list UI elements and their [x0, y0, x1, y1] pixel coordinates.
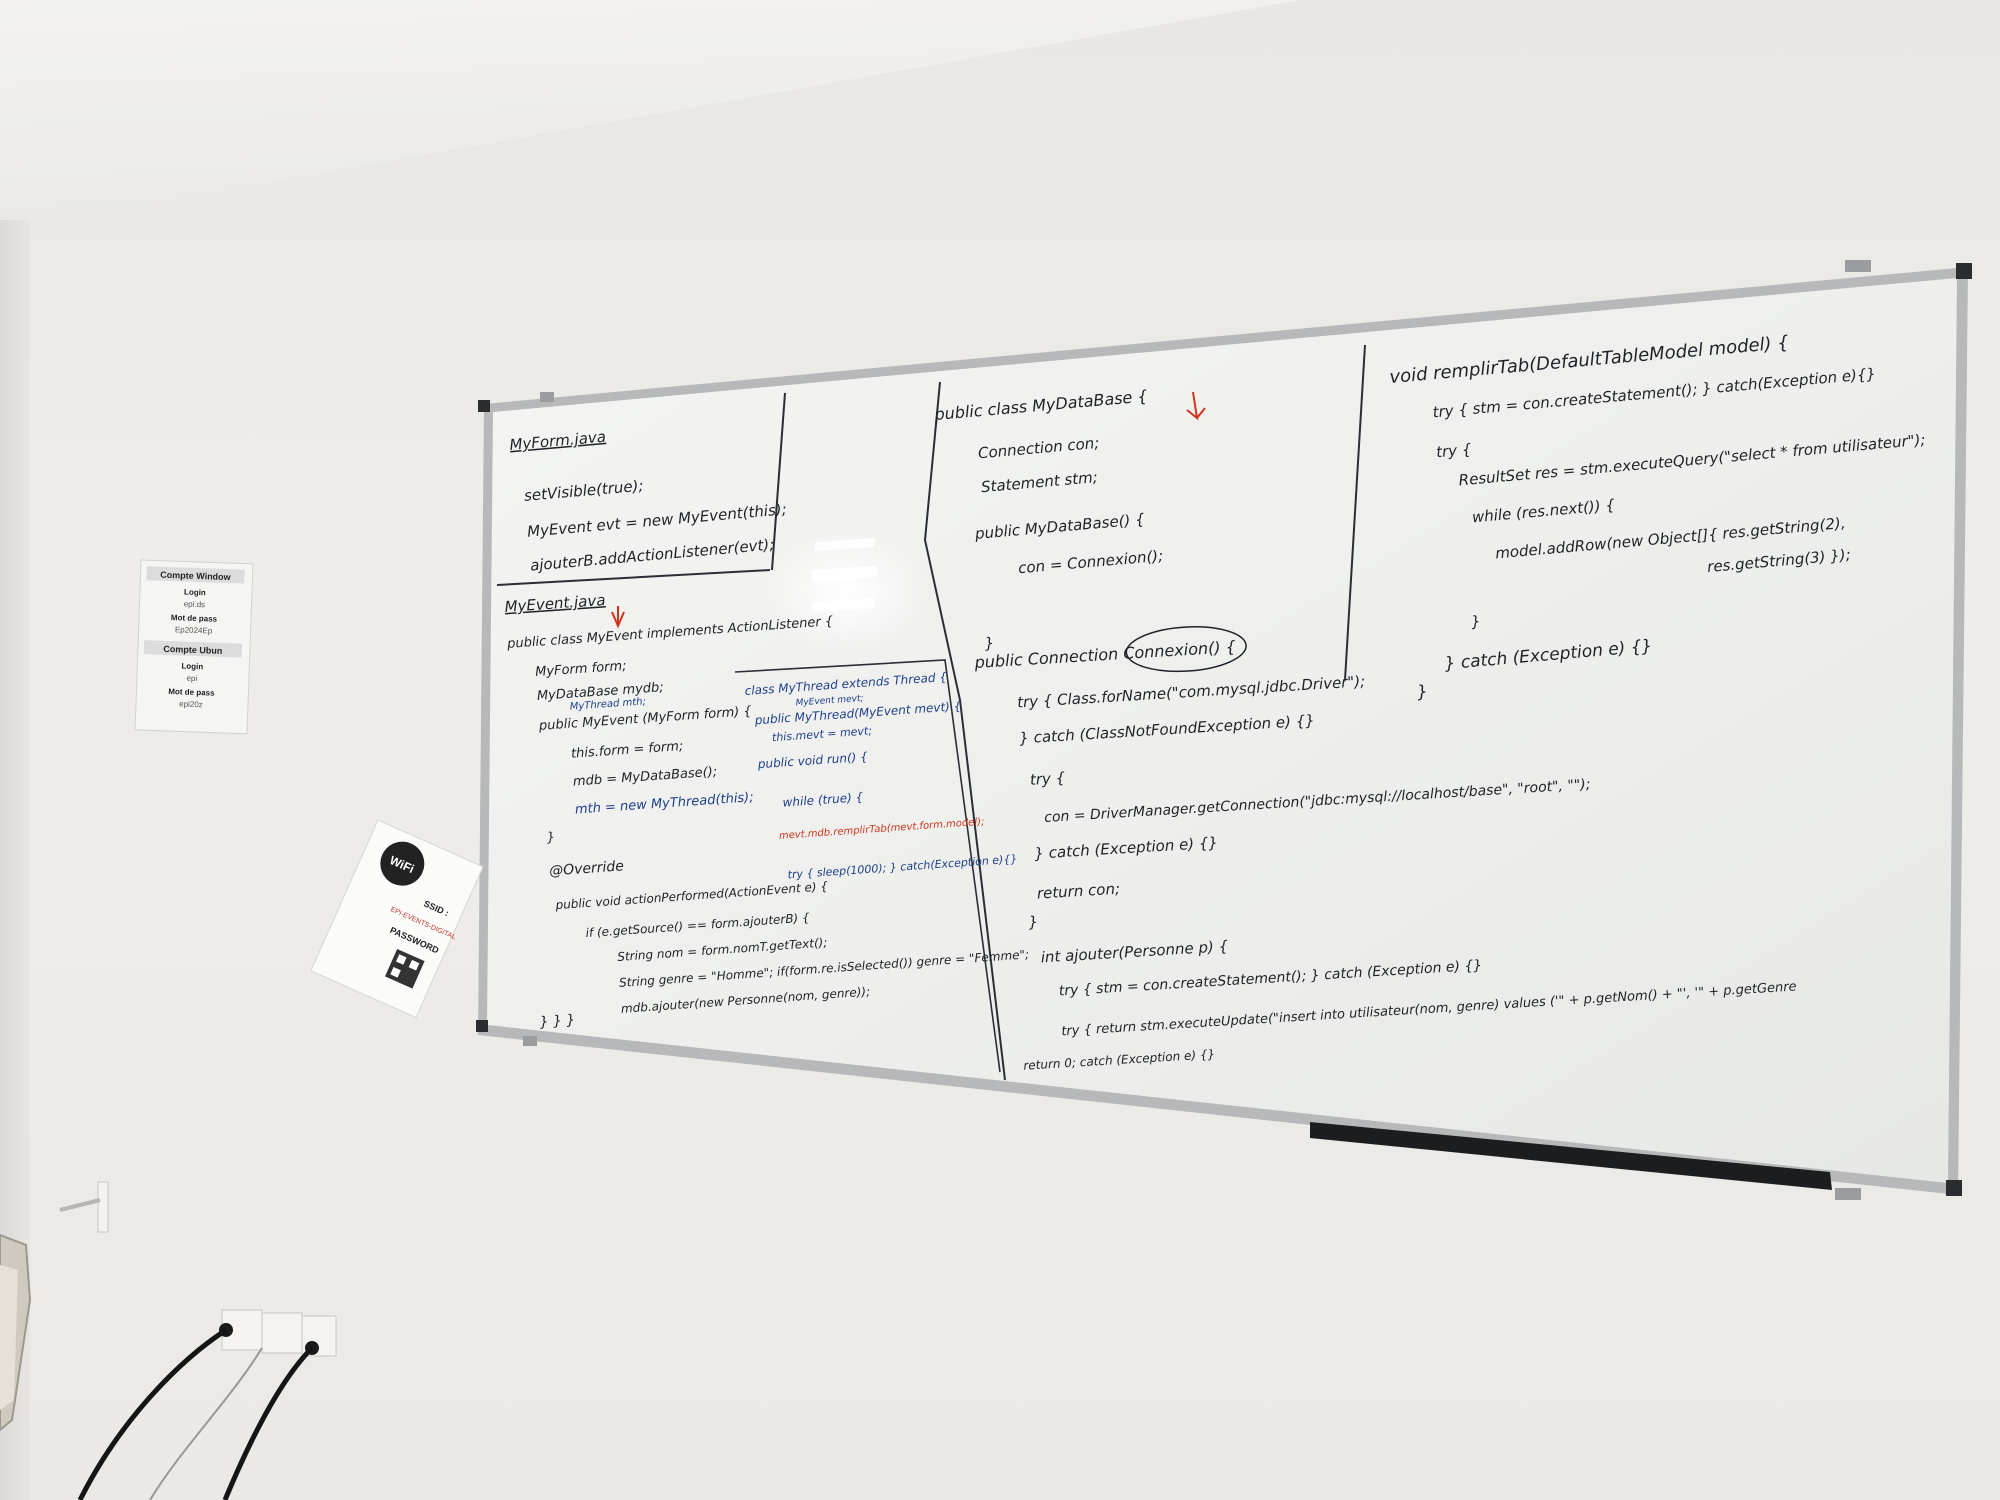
cable — [149, 1347, 263, 1500]
note-section-title: Compte Ubun — [163, 644, 222, 656]
power-outlets — [77, 1309, 337, 1500]
code-line: } } } — [539, 1012, 576, 1030]
chair — [0, 1233, 32, 1432]
note-label: Mot de pass — [171, 613, 218, 624]
whiteboard-surface — [487, 278, 1957, 1183]
light-glare — [760, 525, 930, 655]
frame-corner — [1946, 1180, 1962, 1196]
wall-mount — [523, 1036, 537, 1046]
thread-box — [734, 659, 1001, 1073]
red-arrow-icon — [1186, 391, 1206, 421]
code-line: return con; — [1036, 880, 1120, 903]
note-label: Login — [181, 661, 203, 671]
divider-line — [496, 569, 771, 586]
note-value: epi — [186, 674, 197, 683]
red-arrow-icon — [611, 606, 625, 629]
hook-arm — [59, 1198, 101, 1212]
qr-finder — [395, 954, 407, 965]
note-value: Ep2024Ep — [175, 625, 213, 635]
marker-tray — [1310, 1122, 1832, 1190]
qr-finder — [408, 959, 420, 971]
divider-line — [923, 381, 1006, 1081]
wall-mount — [1835, 1188, 1861, 1200]
code-line: } — [1470, 612, 1481, 631]
code-line: } — [984, 634, 995, 653]
chair-seat — [0, 1265, 18, 1410]
note-label: Mot de pass — [168, 687, 215, 698]
qr-finder — [390, 967, 401, 978]
code-line: } — [1028, 913, 1039, 932]
qr-code-icon — [385, 948, 425, 989]
frame-corner — [476, 1020, 488, 1032]
note-value: epi20z — [179, 699, 203, 709]
glare-bar — [814, 537, 876, 552]
code-line: } — [1416, 682, 1429, 703]
wall-mount — [540, 392, 554, 402]
glare-bar — [811, 597, 875, 613]
cable — [222, 1346, 314, 1500]
outlet — [261, 1312, 303, 1354]
code-line: MyEvent mevt; — [795, 694, 863, 709]
code-line: } — [546, 830, 555, 846]
login-note: Compte Window Login epi.ds Mot de pass E… — [134, 559, 254, 735]
code-line: MyThread mth; — [569, 696, 646, 712]
divider-line — [771, 392, 786, 571]
cable — [77, 1327, 228, 1500]
note-section-title: Compte Window — [160, 570, 232, 582]
glare-bar — [811, 565, 878, 582]
divider-line — [1344, 344, 1366, 681]
note-header — [143, 640, 243, 658]
note-header — [146, 566, 245, 584]
frame-corner — [1956, 263, 1972, 279]
wall-mount — [1845, 260, 1871, 272]
hook-plate — [97, 1181, 109, 1233]
frame-corner — [478, 400, 490, 412]
note-value: epi.ds — [184, 600, 206, 610]
code-line: try { — [1435, 440, 1472, 461]
note-label: Login — [184, 588, 206, 598]
code-line: @Override — [549, 858, 625, 879]
wifi-sign: WiFi SSID : EPI-EVENTS-DIGITAL PASSWORD — [310, 819, 484, 1019]
sign-paper — [310, 819, 484, 1019]
wall-hook — [59, 1181, 109, 1233]
code-line: while (true) { — [782, 790, 864, 810]
whiteboard — [476, 260, 1972, 1200]
circled-method — [1125, 626, 1247, 673]
wifi-logo-icon — [380, 841, 425, 886]
code-line: MyForm form; — [535, 659, 627, 680]
code-line: try { — [1029, 769, 1066, 789]
